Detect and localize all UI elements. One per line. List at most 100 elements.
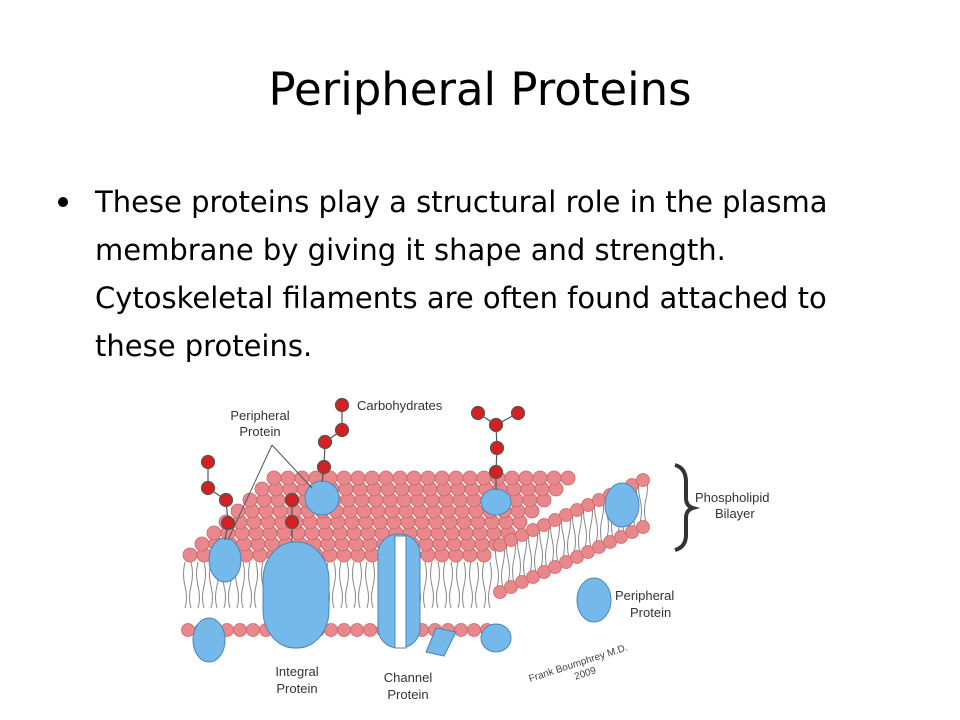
lipid-head [546, 470, 562, 486]
label-channel-protein-2: Protein [387, 687, 428, 702]
lipid-tail [248, 561, 252, 609]
lipid-head [636, 473, 650, 487]
label-integral-protein-2: Protein [276, 681, 317, 696]
carbohydrate-unit [200, 480, 216, 496]
lipid-head [467, 623, 481, 637]
peripheral-protein-bottom-mid [480, 623, 512, 653]
lipid-head [233, 623, 247, 637]
lipid-head [448, 470, 464, 486]
lipid-tail [436, 561, 440, 609]
leader-lines [227, 444, 313, 541]
lipid-head [182, 547, 198, 563]
lipid-head [420, 470, 436, 486]
label-peripheral-protein-right-2: Protein [630, 605, 671, 620]
lipid-head [504, 470, 520, 486]
lipid-tail [462, 561, 466, 609]
lipid-head [336, 470, 352, 486]
lipid-tail [183, 561, 187, 609]
integral-protein [262, 541, 330, 649]
lipid-head [337, 623, 351, 637]
label-phospholipid-2: Bilayer [715, 506, 755, 521]
lipid-tail [456, 561, 460, 609]
lipid-head [350, 470, 366, 486]
carbohydrate-unit [316, 459, 332, 475]
lipid-head [254, 481, 270, 497]
lipid-head [392, 470, 408, 486]
carbohydrate-unit [284, 492, 300, 508]
label-peripheral-protein-top-2: Protein [239, 424, 280, 439]
lipid-tail [339, 561, 343, 609]
bullet-list: These proteins play a structural role in… [58, 178, 838, 370]
bullet-dot [58, 197, 68, 207]
lipid-head [181, 623, 195, 637]
carbohydrate-unit [488, 464, 504, 480]
lipid-tail [475, 561, 479, 609]
proteins [192, 480, 640, 663]
carbohydrates [200, 397, 526, 542]
slide-title: Peripheral Proteins [268, 63, 692, 116]
bilayer-bracket [674, 463, 701, 552]
lipid-tail [371, 561, 375, 609]
lipid-head [194, 536, 210, 552]
peripheral-protein-lower-left [192, 617, 226, 663]
membrane-diagram: Peripheral Protein Carbohydrates Phospho… [181, 397, 769, 702]
lipid-tail [209, 561, 213, 609]
carbohydrate-unit [470, 405, 486, 421]
lipid-head [242, 492, 258, 508]
lipid-tail [241, 561, 245, 609]
lipid-head [363, 623, 377, 637]
lipid-tail [430, 561, 434, 609]
glycoprotein-top-right [480, 488, 512, 516]
bullet-text: These proteins play a structural role in… [95, 185, 828, 363]
lipid-head [350, 623, 364, 637]
lipid-tail [189, 561, 193, 609]
lipid-head [364, 470, 380, 486]
carbohydrate-unit [284, 514, 300, 530]
lipid-tail [202, 561, 206, 609]
lipid-head [532, 470, 548, 486]
lipid-tail [352, 561, 356, 609]
lipid-head [454, 623, 468, 637]
lipid-head [434, 470, 450, 486]
carbohydrate-unit [334, 422, 350, 438]
carbohydrate-unit [489, 440, 505, 456]
label-channel-protein-1: Channel [384, 670, 433, 685]
lipid-head [462, 470, 478, 486]
carbohydrate-unit [317, 434, 333, 450]
channel-pore [394, 535, 407, 649]
lipid-tail [365, 561, 369, 609]
lipid-head [406, 470, 422, 486]
lipid-head [560, 470, 576, 486]
lipid-tail [358, 561, 362, 609]
lipid-tail [482, 561, 486, 609]
lipid-tail [443, 561, 447, 609]
label-integral-protein-1: Integral [275, 664, 318, 679]
lipid-tail [332, 561, 336, 609]
bullet-item: These proteins play a structural role in… [58, 178, 838, 370]
carbohydrate-unit [218, 492, 234, 508]
lipid-head [476, 470, 492, 486]
label-peripheral-protein-top-1: Peripheral [230, 408, 289, 423]
lipid-tail [449, 561, 453, 609]
lipid-head [378, 470, 394, 486]
lipid-tail [196, 561, 200, 609]
lipid-head [266, 470, 282, 486]
lipid-tail [488, 561, 492, 609]
lipid-tail [469, 561, 473, 609]
lipid-head [246, 623, 260, 637]
lipid-head [230, 503, 246, 519]
lipid-head [636, 520, 650, 534]
lipid-head [518, 470, 534, 486]
peripheral-protein-back-right [604, 482, 640, 528]
lipid-head [206, 525, 222, 541]
lipid-tail [254, 561, 258, 609]
carbohydrate-unit [200, 454, 216, 470]
label-carbohydrates: Carbohydrates [357, 398, 443, 413]
label-phospholipid-1: Phospholipid [695, 490, 769, 505]
lipid-tail [345, 561, 349, 609]
peripheral-protein-lower-right [576, 577, 612, 623]
carbohydrate-unit [510, 405, 526, 421]
lipid-head [280, 470, 296, 486]
carbohydrate-unit [334, 397, 350, 413]
label-peripheral-protein-right-1: Peripheral [615, 588, 674, 603]
